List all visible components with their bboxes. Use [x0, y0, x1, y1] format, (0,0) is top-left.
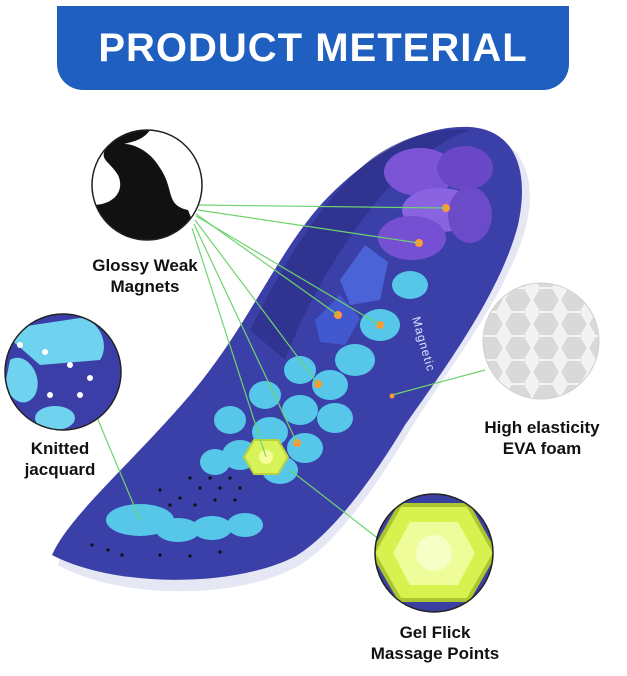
eva-foam-closeup [482, 282, 600, 400]
jacquard-closeup [4, 313, 122, 431]
label-eva-foam: High elasticity EVA foam [484, 418, 600, 458]
perforation-holes [90, 476, 242, 558]
label-gel-points: Gel Flick Massage Points [370, 623, 500, 663]
title-banner: PRODUCT METERIAL [57, 6, 569, 90]
banner-title: PRODUCT METERIAL [98, 25, 528, 70]
label-glossy-magnets: Glossy Weak Magnets [92, 256, 198, 296]
magnet-closeup [91, 129, 203, 241]
leader-lines [95, 204, 486, 541]
label-knitted-jacquard: Knitted jacquard [24, 439, 96, 479]
gel-closeup [374, 493, 494, 613]
purple-pads [315, 146, 493, 345]
cyan-pads [106, 271, 428, 542]
